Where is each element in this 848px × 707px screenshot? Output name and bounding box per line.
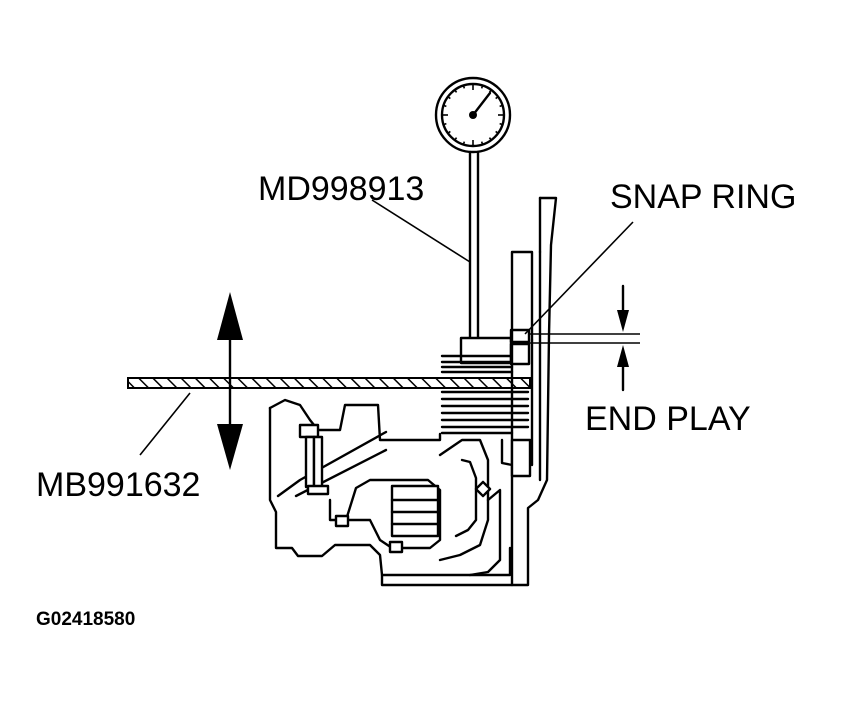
clutch-plates (440, 354, 530, 435)
dial-tick (480, 85, 484, 89)
dial-tick (499, 122, 503, 126)
dial-tick (447, 130, 451, 134)
tool-bar-hatched (127, 377, 531, 389)
end-play-dimension (530, 284, 640, 392)
figure-id: G02418580 (36, 609, 136, 630)
dial-tick (443, 122, 447, 126)
dial-tick (462, 85, 466, 89)
label-tool: MB991632 (36, 466, 201, 504)
dial-gauge-icon (434, 76, 512, 340)
label-end-play: END PLAY (585, 400, 751, 438)
dial-tick (495, 130, 499, 134)
gauge-foot (459, 336, 513, 365)
clutch-drum (500, 196, 558, 587)
vertical-double-arrow-icon (217, 292, 243, 470)
dial-tick (443, 104, 447, 108)
transmission-case (268, 398, 514, 587)
dial-tick (462, 141, 466, 145)
dial-tick (499, 104, 503, 108)
leader-dial-gauge (371, 199, 471, 263)
dial-tick (495, 96, 499, 100)
dial-tick (447, 96, 451, 100)
label-dial-gauge: MD998913 (258, 170, 425, 208)
dial-tick (488, 137, 492, 141)
leader-tool (139, 392, 191, 456)
dial-tick (454, 137, 458, 141)
leader-snap-ring (524, 221, 634, 335)
label-snap-ring: SNAP RING (610, 178, 797, 216)
dial-tick (454, 89, 458, 93)
dial-tick (480, 141, 484, 145)
